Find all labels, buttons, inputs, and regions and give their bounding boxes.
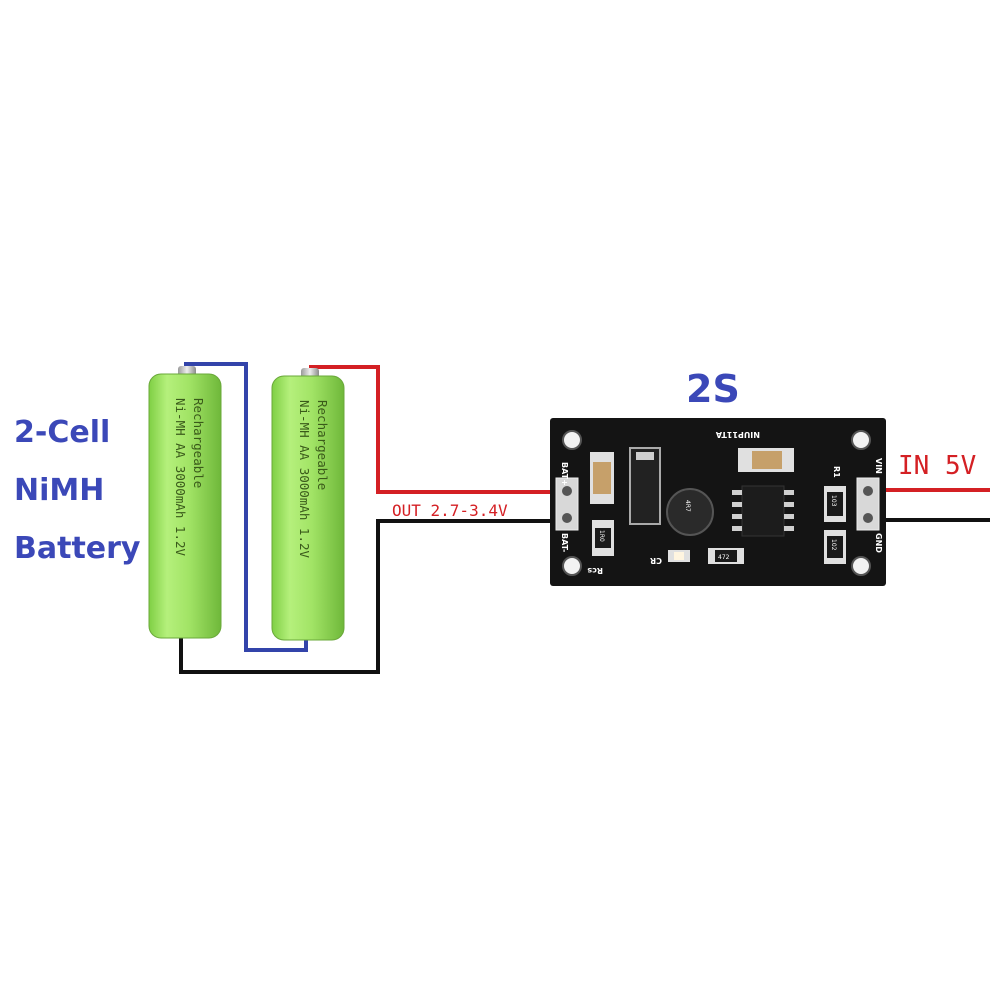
battery-label-line2: NiMH [14,473,104,508]
rcs-resistor-code: 1R0 [598,530,605,542]
resistor-102-body [827,536,843,558]
mosfet-package [629,447,661,525]
cr-silk: CR [650,556,662,565]
positive-output-wire [309,365,562,494]
mounting-hole [851,430,871,450]
input-capacitor-body [752,451,782,469]
bat-minus-pad [562,513,572,523]
capacitor-body [593,462,611,494]
cell-2-spec-text: Ni-MH AA 3000mAh 1.2V [297,400,312,559]
inductor [666,488,714,536]
cell-2-rechargeable-text: Rechargeable [315,400,330,490]
pcb-part-number: NIUP11TA [715,430,760,439]
resistor-472-code: 472 [718,554,730,561]
resistor-472-body [715,550,737,562]
mounting-hole [851,556,871,576]
output-voltage-label: OUT 2.7-3.4V [392,501,508,520]
battery-label: 2-Cell NiMH Battery [14,415,141,566]
battery-terminal-pads [555,477,579,531]
input-voltage-label: IN 5V [898,451,976,481]
series-link-wire [184,362,308,652]
vin-pad [863,486,873,496]
mosfet-lead [636,452,654,460]
ic-pins [732,490,794,531]
inductor-code: 4R7 [684,500,691,512]
vin-silk: VIN [874,458,883,474]
negative-output-wire [179,519,562,674]
nimh-cell-2: Ni-MH AA 3000mAh 1.2V Rechargeable [271,368,345,641]
charger-ic [741,485,785,537]
resistor-102-code: 102 [830,539,837,551]
battery-label-line1: 2-Cell [14,415,110,450]
r1-silk: R1 [832,466,841,478]
nimh-cell-1: Ni-MH AA 3000mAh 1.2V Rechargeable [148,366,222,639]
cr-led-lens [674,552,684,560]
bat-plus-silk: BAT+ [560,462,569,486]
r1-resistor-body [827,492,843,516]
cell-1-rechargeable-text: Rechargeable [191,398,206,488]
mounting-hole [562,556,582,576]
r1-resistor-code: 103 [830,495,837,507]
charger-module: NIUP11TA BAT+ BAT- VIN GND 1R0 Rcs 4R7 [550,418,886,586]
configuration-label: 2S [686,367,740,411]
cell-1-spec-text: Ni-MH AA 3000mAh 1.2V [173,398,188,557]
rcs-silk: Rcs [587,566,603,575]
battery-label-line3: Battery [14,531,141,566]
gnd-silk: GND [874,533,883,553]
mounting-hole [562,430,582,450]
gnd-pad [863,513,873,523]
bat-plus-pad [562,486,572,496]
input-terminal-pads [856,477,880,531]
bat-minus-silk: BAT- [560,533,569,552]
rcs-resistor-body [595,528,611,548]
